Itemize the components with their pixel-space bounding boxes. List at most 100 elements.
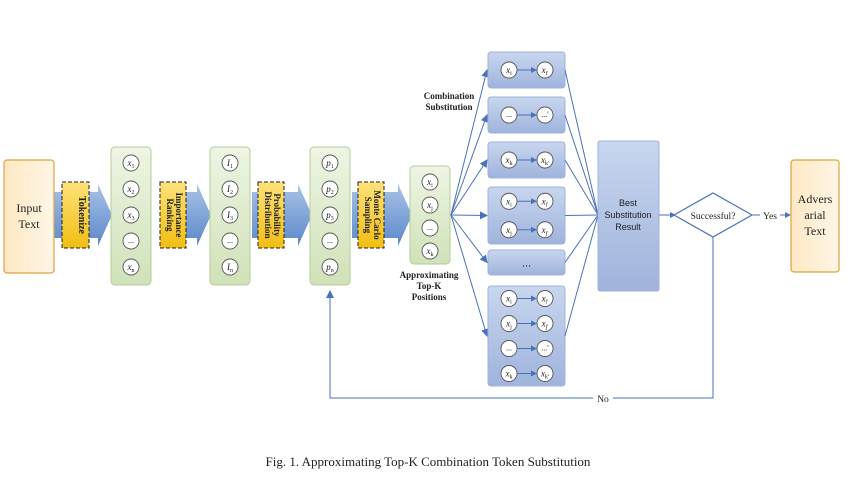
tokenize-label: Tokenize [76, 196, 87, 235]
output-line3: Text [804, 224, 826, 238]
combo-box-0: xi xi' [487, 51, 566, 89]
topk-node-2: ... [421, 219, 439, 237]
stage-tokenize: Tokenize [61, 181, 90, 249]
adversarial-text-box: Advers arial Text [790, 159, 840, 273]
importance-node-2-label: I3 [226, 210, 233, 222]
best-label-3: Result [615, 222, 641, 232]
combo-2-src-0: xk [500, 151, 518, 169]
fan-in-line-5 [564, 214, 599, 337]
importance-node-1-label: I2 [226, 184, 233, 196]
combo-3-dst-0-label: xi' [541, 196, 549, 208]
combo-5-dst-3: xk' [536, 365, 554, 382]
output-line1: Advers [798, 192, 833, 206]
no-feedback-line [326, 237, 714, 399]
fan-in-line-0 [564, 69, 599, 216]
combo-box-5: xi xi' xj xj'... ...' xk xk' [487, 285, 566, 387]
combination-label-1: Combination [424, 91, 475, 101]
no-label: No [597, 395, 609, 405]
importance-node-2: I3 [221, 206, 239, 224]
combo-3-dst-1: xj' [536, 221, 554, 239]
decision-diamond: Successful? [672, 192, 754, 238]
importance-node-0-label: I1 [226, 158, 233, 170]
combo-0-src-0: xi [500, 61, 518, 79]
combo-box-4: ... [487, 249, 566, 276]
stage-monte-carlo: Monte Carlo Sampling [357, 181, 385, 249]
fan-in-line-3 [564, 214, 599, 216]
combo-5-dst-1-label: xj' [541, 319, 549, 331]
approx-label-2: Top-K [417, 281, 442, 291]
combo-5-dst-0: xi' [536, 290, 554, 307]
fan-out-arrow-3 [450, 211, 488, 220]
importance-label-1: Importance [174, 193, 184, 238]
combo-0-dst-0-label: xi' [541, 65, 549, 77]
token-node-0: x1 [122, 154, 140, 172]
token-node-4-label: xn [127, 262, 135, 274]
combo-5-src-1: xj [500, 315, 518, 332]
fan-in-line-4 [564, 214, 599, 263]
probability-node-0: p1 [321, 154, 339, 172]
input-text-line1: Input [16, 201, 42, 215]
input-text-box: Input Text [3, 159, 55, 274]
stage-probability-distribution: Probability Distribution [257, 181, 285, 249]
combo-2-src-0-label: xk [505, 155, 513, 167]
combo-5-dst-2-label: ...' [541, 344, 549, 353]
stage-importance-ranking: Importance Ranking [159, 181, 187, 249]
combo-5-dst-0-label: xi' [541, 294, 549, 306]
combo-1-src-0: ... [500, 106, 518, 124]
probability-node-1-label: p2 [325, 184, 334, 196]
successful-label: Successful? [691, 211, 736, 222]
probability-node-1: p2 [321, 180, 339, 198]
topk-node-3-label: xk [426, 246, 434, 258]
combo-3-src-0: xi [500, 192, 518, 210]
importance-label-2: Ranking [165, 198, 175, 232]
fan-in-line-1 [564, 114, 599, 216]
combo-3-dst-0: xi' [536, 192, 554, 210]
combo-5-dst-3-label: xk' [540, 369, 549, 381]
combo-5-src-3: xk [500, 365, 518, 382]
best-label-2: Substitution [604, 210, 651, 220]
topk-node-3: xk [421, 242, 439, 260]
combo-3-src-0-label: xi [505, 196, 512, 208]
token-node-1: x2 [122, 180, 140, 198]
approx-label-3: Positions [412, 292, 447, 302]
best-label-1: Best [619, 198, 638, 208]
token-node-3: ... [122, 232, 140, 250]
combo-0-src-0-label: xi [505, 65, 512, 77]
yes-label-bg [760, 209, 780, 221]
importance-node-0: I1 [221, 154, 239, 172]
importance-node-1: I2 [221, 180, 239, 198]
topk-node-0-label: xi [426, 177, 433, 189]
combo-3-dst-1-label: xj' [541, 225, 549, 237]
token-node-4: xn [122, 258, 140, 276]
fan-out-arrow-4 [450, 214, 488, 264]
token-node-0-label: x1 [127, 158, 135, 170]
combo-1-src-0-label: ... [506, 110, 512, 119]
montecarlo-label-1: Monte Carlo [372, 190, 382, 240]
combo-5-src-0: xi [500, 290, 518, 307]
combo-box-1: ......' [487, 96, 566, 134]
fan-in-lines [564, 69, 599, 337]
fan-out-arrow-2 [450, 159, 488, 216]
approx-label-1: Approximating [400, 270, 459, 280]
probability-node-2: p3 [321, 206, 339, 224]
combo-ellipsis: ... [522, 258, 531, 270]
fan-in-line-2 [564, 159, 599, 216]
fan-out-arrow-5 [450, 214, 489, 337]
combo-5-dst-1: xj' [536, 315, 554, 332]
combination-label-2: Substitution [425, 102, 472, 112]
probability-label-1: Probability [272, 193, 282, 237]
yes-label: Yes [763, 212, 777, 222]
combo-5-src-0-label: xi [505, 294, 512, 306]
montecarlo-label-2: Sampling [363, 197, 373, 234]
combo-5-src-1-label: xj [505, 319, 512, 331]
probability-label-2: Distribution [263, 191, 273, 238]
combo-0-dst-0: xi' [536, 61, 554, 79]
combo-5-src-2: ... [500, 340, 518, 357]
combo-3-src-1: xj [500, 221, 518, 239]
